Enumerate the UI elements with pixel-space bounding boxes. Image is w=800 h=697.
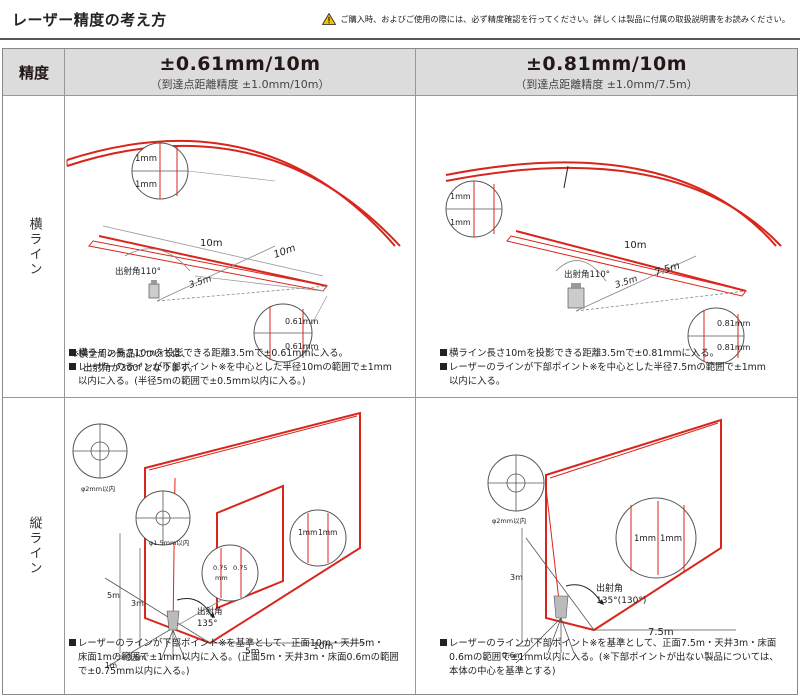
- dim-label: 0.6m: [127, 653, 146, 662]
- vertical-left-diagram: φ2mm以内 φ1.5mm以内 0.75 0.75 mm 1mm 1mm 5m …: [72, 411, 365, 670]
- dim-label: 1mm: [318, 528, 337, 537]
- vertical-left-notes: レーザーのラインが下部ポイント※を基準として、正面10m・天井5m・ 床面1mの…: [69, 637, 399, 679]
- dim-label: φ2mm以内: [492, 516, 526, 525]
- row-label-horizontal: 横ライン: [26, 216, 42, 277]
- dim-label: 135°(130°): [596, 596, 646, 606]
- dim-label: φ2mm以内: [81, 484, 115, 493]
- dim-label: 135°: [197, 619, 217, 629]
- dim-label: 0.6m: [502, 651, 523, 660]
- cell-horizontal-right: 1mm 1mm 0.81mm 0.81mm 10m 7.5m 3.5m 出射角1…: [416, 96, 797, 397]
- dim-label: 1m: [105, 661, 117, 670]
- dim-label: 1mm: [298, 528, 317, 537]
- dim-label: 1mm: [135, 180, 157, 190]
- divider-rows: [3, 397, 797, 398]
- dim-label: mm: [215, 574, 228, 582]
- spec-left-sub: （到達点距離精度 ±1.0mm/10m）: [150, 78, 330, 91]
- dim-label: 10m: [200, 238, 222, 249]
- dim-label: 0.81mm: [717, 343, 751, 352]
- dim-label: 出射角: [197, 606, 223, 617]
- dim-label: 5m: [245, 647, 260, 657]
- dim-label: 5m: [107, 591, 120, 600]
- dim-label: 3.5m: [614, 274, 639, 291]
- spec-right: ±0.81mm/10m （到達点距離精度 ±1.0mm/7.5m）: [416, 49, 797, 95]
- cell-horizontal-left: 1mm 1mm 0.61mm 0.61mm 10m 10m 3.5m 出射角11…: [65, 96, 415, 397]
- cell-vertical-left: φ2mm以内 φ1.5mm以内 0.75 0.75 mm 1mm 1mm 5m …: [65, 398, 415, 694]
- aside-note: ※横全周の商品については、 出射角が360°となります。: [71, 349, 199, 374]
- dim-label: 0.75: [213, 564, 227, 572]
- dim-label: 出射角: [596, 582, 623, 594]
- dim-label: 3.5m: [188, 274, 213, 291]
- page-header: レーザー精度の考え方 ご購入時、およびご使用の際には、必ず精度確認を行ってくださ…: [0, 0, 800, 40]
- spec-right-sub: （到達点距離精度 ±1.0mm/7.5m）: [515, 78, 698, 91]
- dim-label: 1mm: [135, 154, 157, 164]
- warning-text: ご購入時、およびご使用の際には、必ず精度確認を行ってください。詳しくは製品に付属…: [340, 14, 790, 24]
- dim-label: 0.61mm: [285, 317, 319, 326]
- horizontal-left-notes: 横ライン長さ10mを投影できる距離3.5mで±0.61mmに入る。 レーザーのラ…: [69, 347, 392, 389]
- horizontal-right-notes: 横ライン長さ10mを投影できる距離3.5mで±0.81mmに入る。 レーザーのラ…: [440, 347, 766, 389]
- accuracy-table: 精度 ±0.61mm/10m （到達点距離精度 ±1.0mm/10m） ±0.8…: [2, 48, 798, 695]
- dim-label: 出射角110°: [115, 266, 161, 277]
- spec-right-main: ±0.81mm/10m: [525, 53, 688, 75]
- dim-label: 7.5m: [648, 627, 674, 638]
- divider-label-col: [64, 49, 65, 694]
- warning-note: ご購入時、およびご使用の際には、必ず精度確認を行ってください。詳しくは製品に付属…: [322, 13, 790, 25]
- dim-label: 7.5m: [654, 260, 682, 278]
- dim-label: 10m: [272, 243, 297, 261]
- dim-label: 0.75: [233, 564, 247, 572]
- row-label-vertical: 縦ライン: [26, 516, 42, 576]
- vertical-right-notes: レーザーのラインが下部ポイント※を基準として、正面7.5m・天井3m・床面 0.…: [440, 637, 779, 679]
- horizontal-left-diagram: 1mm 1mm 0.61mm 0.61mm 10m 10m 3.5m 出射角11…: [66, 139, 401, 363]
- dim-label: 0.61mm: [285, 342, 319, 351]
- dim-label: 1mm: [660, 534, 682, 544]
- dim-label: 0.81mm: [717, 319, 751, 328]
- page-title: レーザー精度の考え方: [12, 11, 167, 29]
- spec-left-main: ±0.61mm/10m: [159, 53, 321, 75]
- dim-label: 1mm: [634, 534, 656, 544]
- dim-label: 3m: [510, 573, 523, 582]
- spec-left: ±0.61mm/10m （到達点距離精度 ±1.0mm/10m）: [65, 49, 415, 95]
- divider-header: [3, 95, 797, 96]
- dim-label: 3m: [131, 599, 144, 608]
- dim-label: 出射角110°: [564, 269, 610, 280]
- warning-triangle-icon: [322, 13, 337, 25]
- title-rule: [0, 38, 800, 40]
- dim-label: φ1.5mm以内: [149, 538, 189, 547]
- dim-label: 1mm: [450, 218, 471, 227]
- cell-vertical-right: φ2mm以内 1mm 1mm 3m 0.6m 出射角 135°(130°) 7.…: [416, 398, 797, 694]
- vertical-right-diagram: φ2mm以内 1mm 1mm 3m 0.6m 出射角 135°(130°) 7.…: [487, 418, 736, 664]
- divider-mid-col: [415, 49, 416, 694]
- table-header-row: [3, 49, 797, 95]
- corner-label: 精度: [18, 63, 49, 82]
- dim-label: 10m: [313, 642, 333, 652]
- dim-label: 10m: [624, 240, 646, 251]
- dim-label: 1mm: [450, 192, 471, 201]
- horizontal-right-diagram: 1mm 1mm 0.81mm 0.81mm 10m 7.5m 3.5m 出射角1…: [445, 161, 782, 365]
